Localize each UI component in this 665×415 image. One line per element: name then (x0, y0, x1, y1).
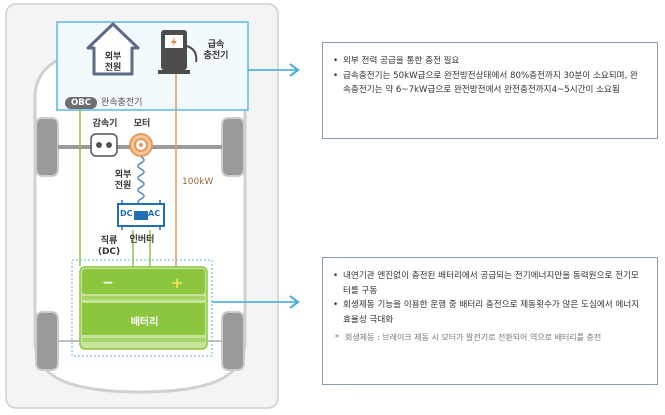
label-100kw: 100kW (182, 177, 214, 187)
label-fast-charger: 급속 충전기 (203, 40, 229, 61)
wheel-front-left (35, 117, 59, 177)
battery-outline-box (71, 259, 213, 357)
battery-icon (79, 266, 208, 350)
label-external-power-top: 외부 전원 (104, 52, 122, 73)
label-battery: 배터리 (130, 317, 159, 328)
house-icon (86, 22, 140, 76)
charging-area-box (56, 21, 249, 111)
reducer-icon (90, 133, 118, 157)
battery-minus-sign: − (102, 275, 114, 291)
battery-info-panel: 내연기관 엔진없이 충전된 배터리에서 공급되는 전기에너지만을 동력원으로 전… (322, 257, 658, 385)
label-slow-charger: 완속충전기 (101, 98, 143, 108)
charging-info-panel: 외부 전력 공급을 통한 충전 필요 급속충전기는 50kW급으로 완전방전상태… (322, 42, 658, 139)
wheel-rear-left (35, 311, 59, 371)
label-inverter-ac: AC (148, 209, 161, 218)
label-obc-badge: OBC (71, 98, 91, 108)
label-reducer: 감속기 (92, 119, 118, 129)
arrow-to-charging-panel (248, 63, 300, 77)
obc-badge (65, 97, 97, 109)
battery-info-item-2: 회생제동 기능을 이용한 운행 중 배터리 충전으로 제동횟수가 많은 도심에서… (331, 298, 645, 327)
ev-system-diagram: − + (5, 3, 279, 409)
battery-plus-sign: + (171, 274, 184, 292)
inverter-icon (117, 200, 165, 230)
battery-info-note: 회생제동 : 브레이크 제동 시 모터가 발전기로 전환되어 역으로 배터리를 … (331, 331, 645, 346)
charging-info-item-2: 급속충전기는 50kW급으로 완전방전상태에서 80%충전까지 30분이 소요되… (331, 69, 645, 98)
wheel-front-right (221, 117, 245, 177)
label-inverter-dc: DC (120, 209, 133, 218)
label-direct-current: 직류 (DC) (97, 236, 121, 257)
wheel-rear-right (221, 311, 245, 371)
label-external-power-mid: 외부 전원 (114, 170, 132, 191)
arrow-to-battery-panel (212, 295, 300, 309)
label-inverter: 인버터 (129, 235, 155, 245)
label-motor: 모터 (133, 119, 151, 129)
charging-info-item-1: 외부 전력 공급을 통한 충전 필요 (331, 54, 645, 69)
motor-icon (129, 133, 153, 157)
battery-info-item-1: 내연기관 엔진없이 충전된 배터리에서 공급되는 전기에너지만을 동력원으로 전… (331, 269, 645, 298)
fast-charger-icon (158, 30, 198, 74)
